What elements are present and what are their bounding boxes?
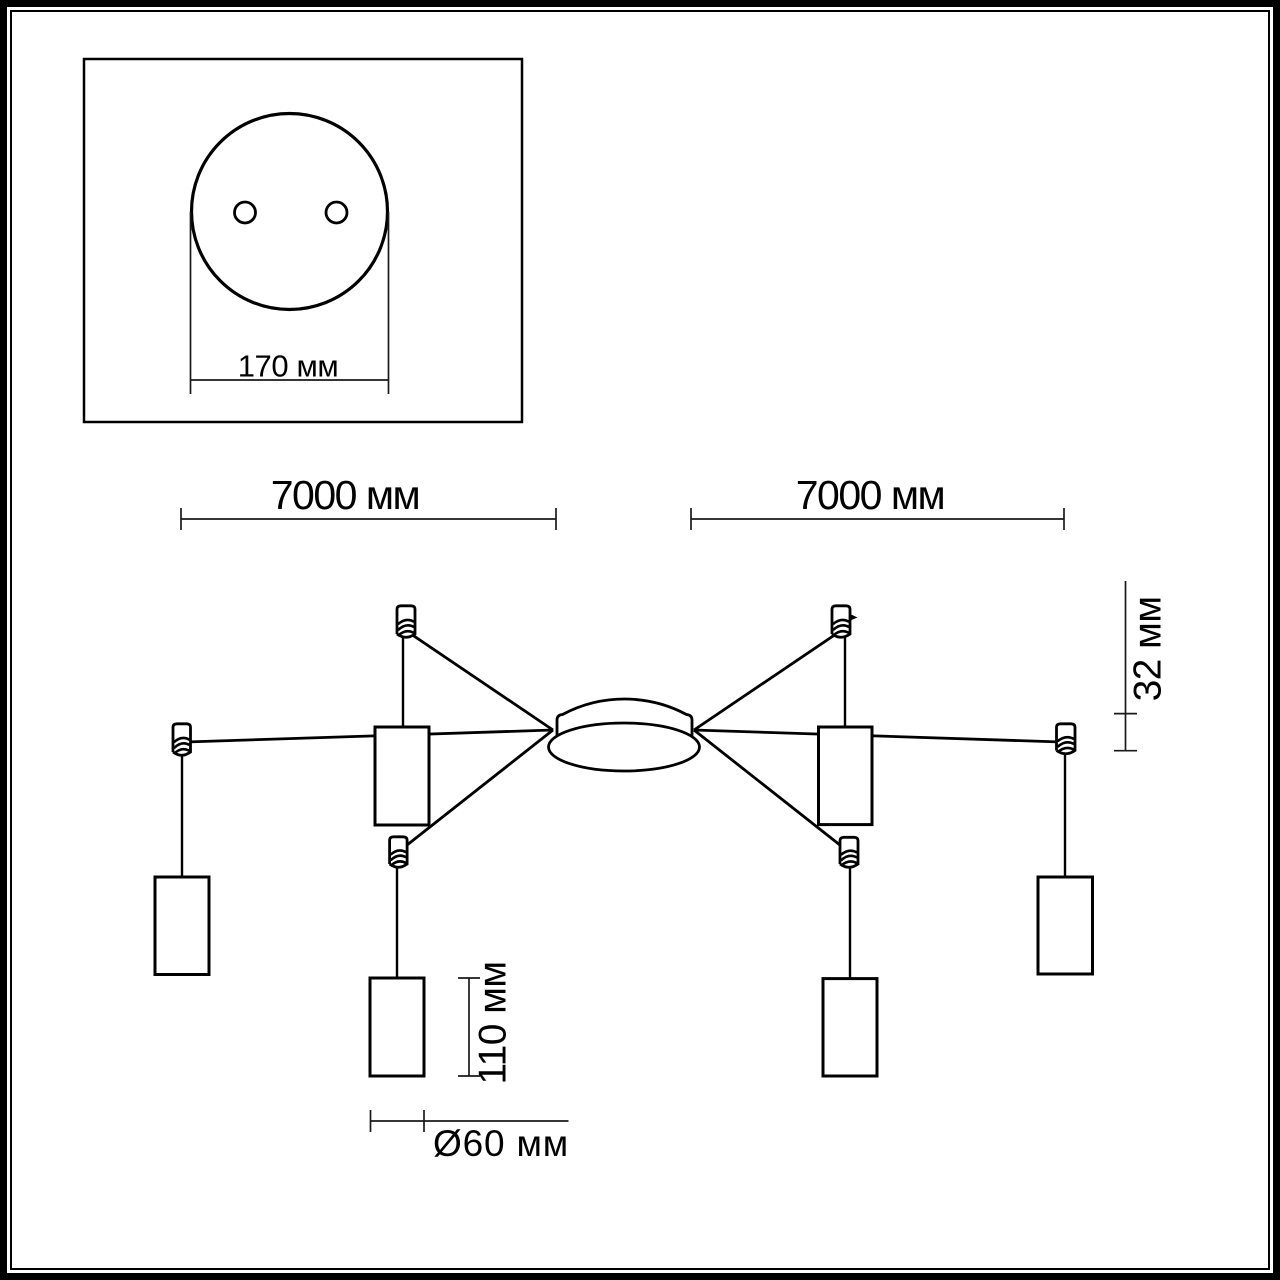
svg-text:7000 мм: 7000 мм (271, 472, 419, 518)
svg-text:Ø60 мм: Ø60 мм (433, 1123, 569, 1164)
svg-text:32 мм: 32 мм (1127, 597, 1170, 702)
svg-text:110 мм: 110 мм (472, 961, 515, 1084)
svg-text:7000 мм: 7000 мм (796, 472, 944, 518)
svg-text:170 мм: 170 мм (238, 349, 339, 384)
